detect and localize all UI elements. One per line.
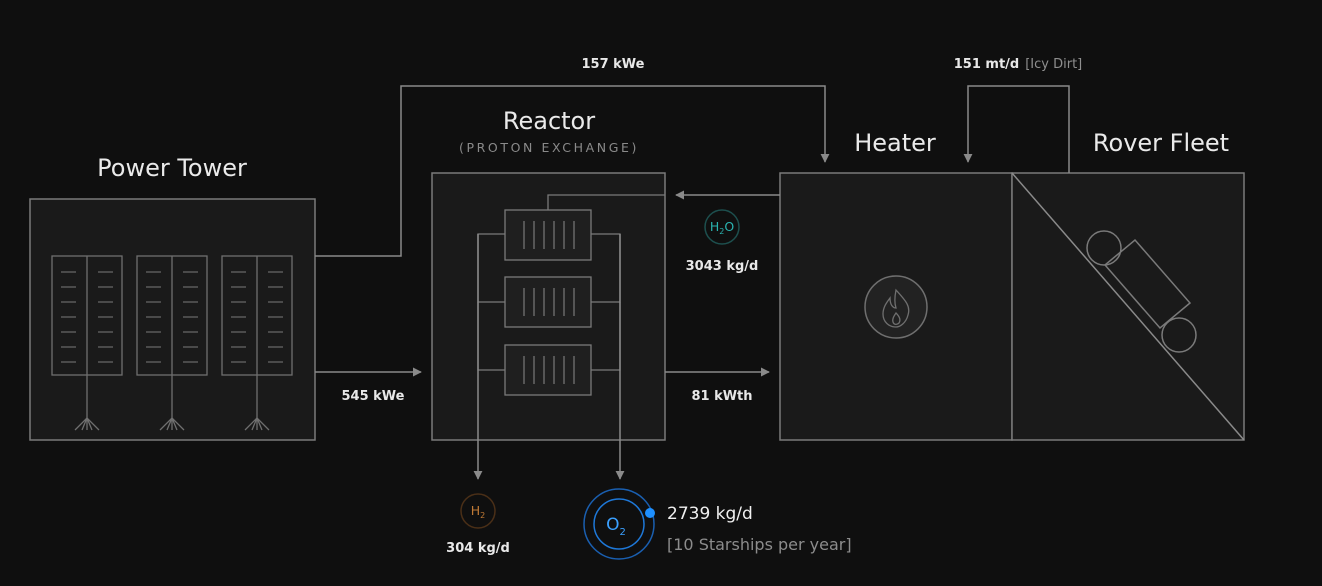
oxygen-formula: O2 — [606, 515, 626, 538]
hydrogen-formula: H2 — [471, 503, 486, 520]
heater-title: Heater — [854, 129, 936, 157]
hydrogen-badge: H2 — [460, 493, 496, 529]
flow-water-label: 3043 kg/d — [686, 259, 759, 274]
slope-line — [1011, 172, 1245, 441]
reactor-subtitle: (PROTON EXCHANGE) — [459, 140, 639, 155]
rover-fleet-title: Rover Fleet — [1093, 129, 1229, 157]
flow-reactor-to-heater-label: 81 kWth — [691, 389, 752, 404]
flow-tower-to-reactor-label: 545 kWe — [341, 389, 404, 404]
flow-rover-to-heater-label: 151 mt/d[Icy Dirt] — [954, 57, 1083, 72]
flow-tower-to-heater — [315, 85, 830, 257]
oxygen-output-label: 2739 kg/d — [667, 504, 753, 524]
power-tower-title: Power Tower — [97, 154, 247, 182]
water-formula: H2O — [710, 219, 735, 236]
hydrogen-output-label: 304 kg/d — [446, 541, 510, 556]
flame-icon — [864, 275, 928, 339]
oxygen-output-note: [10 Starships per year] — [667, 535, 852, 554]
flow-tower-to-heater-label: 157 kWe — [581, 57, 644, 72]
oxygen-dot — [645, 508, 655, 518]
heater-block: Heater — [779, 129, 1013, 441]
reactor-block: Reactor (PROTON EXCHANGE) — [431, 107, 666, 441]
rover-icon — [1086, 230, 1197, 353]
fuel-cell-stack-icon — [477, 194, 665, 396]
water-badge: H2O — [704, 209, 740, 245]
solar-panels-icon — [51, 255, 293, 431]
reactor-title: Reactor — [503, 107, 595, 135]
power-tower-block: Power Tower — [29, 154, 316, 441]
rover-fleet-block: Rover Fleet — [1011, 129, 1245, 441]
oxygen-badge: O2 — [583, 488, 655, 560]
flow-rover-to-heater — [963, 85, 1070, 173]
